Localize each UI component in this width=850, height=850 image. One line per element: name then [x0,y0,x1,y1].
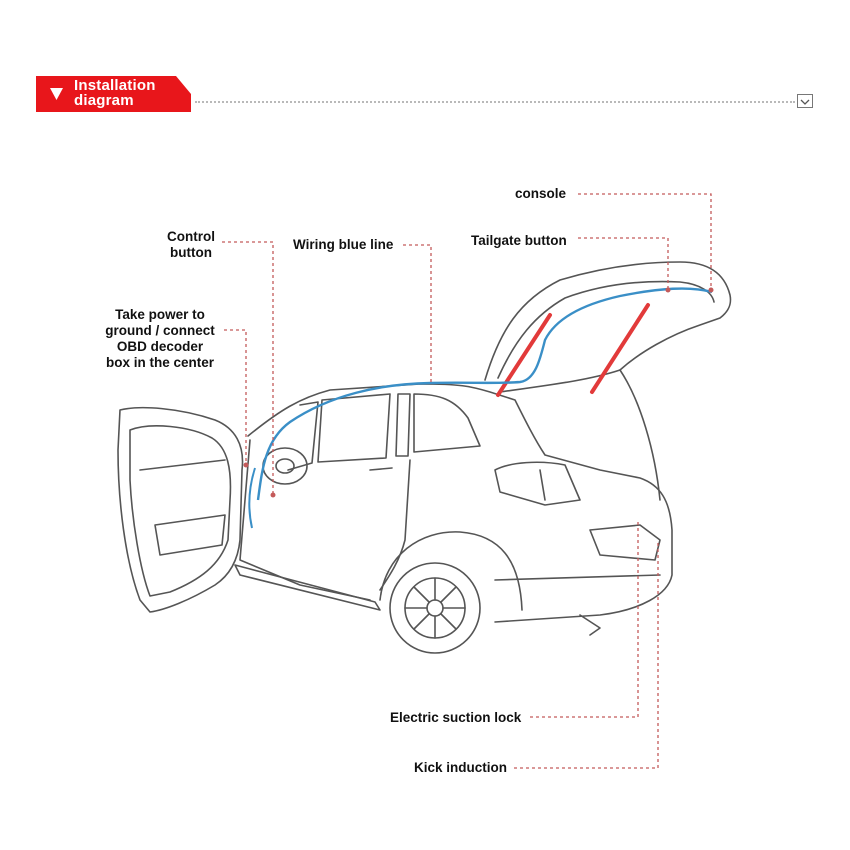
label-electric-suction-lock: Electric suction lock [390,710,522,725]
label-tailgate-button: Tailgate button [471,233,567,248]
chevron-down-icon [800,99,810,105]
label-console: console [515,186,567,201]
leader-tailgate-button [578,237,669,290]
label-take-power-line3: OBD decoder [116,339,204,354]
leader-console [578,193,712,290]
leader-control-button [222,241,274,495]
leader-endpoints [243,287,714,498]
leader-lines [222,193,712,769]
leader-take-power [224,329,247,465]
leader-suction-lock [530,520,639,718]
header-title: Installation diagram [74,78,156,108]
section-header: Installation diagram [36,76,191,112]
label-kick-induction: Kick induction [414,760,508,775]
wiring-blue-line [256,287,713,501]
label-control-button-line1: Control [167,229,215,244]
car-outline [117,261,732,654]
label-wiring-blue-line: Wiring blue line [293,237,394,252]
header-banner [36,76,191,112]
label-take-power-line1: Take power to [115,307,205,322]
collapse-button[interactable] [797,94,813,108]
leader-kick-induction [514,540,659,769]
label-control-button-line2: button [170,245,212,260]
header-divider [195,101,795,103]
label-control-button: Control button [160,229,222,261]
header-title-line1: Installation [74,77,156,94]
triangle-down-icon [50,88,63,100]
label-take-power: Take power to ground / connect OBD decod… [96,307,224,371]
label-take-power-line2: ground / connect [105,323,215,338]
leader-wiring [403,244,432,384]
wiring-branch [248,467,256,529]
label-take-power-line4: box in the center [105,355,215,370]
header-title-line2: diagram [74,92,134,109]
